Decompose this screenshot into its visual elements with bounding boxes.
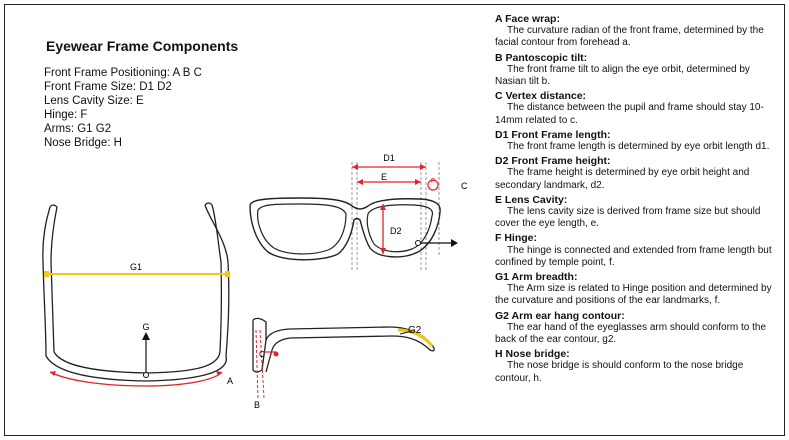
top-view-glasses [42,202,230,382]
definition-heading: A Face wrap: [495,13,560,25]
top-right-arm [204,204,230,357]
g-arrow-head [142,332,150,340]
definition-text: The nose bridge is should conform to the… [495,360,744,384]
definition-text: The distance between the pupil and frame… [495,102,764,126]
a-face-wrap-curve [49,371,223,387]
side-c-dot [273,351,279,357]
label-g: G [142,322,149,332]
definition-heading: H Nose bridge: [495,348,570,361]
definition-text: The Arm size is related to Hinge positio… [495,283,772,307]
g2-leader-line [399,330,413,335]
side-view-glasses [252,317,435,373]
spec-nose-bridge: Nose Bridge: H [44,137,122,149]
definition-a: A Face wrap: The curvature radian of the… [495,13,775,50]
top-front-frame-inner [53,351,221,374]
top-left-arm [42,206,51,357]
definition-heading: B Pantoscopic tilt: [495,51,588,64]
spec-lens-cavity-size: Lens Cavity Size: E [44,95,144,107]
definition-text: The lens cavity size is derived from fra… [495,206,761,230]
front-frame-outline [249,197,441,261]
top-front-frame-outer [45,355,227,382]
definition-heading: E Lens Cavity: [495,193,568,206]
g2-ear-hang-contour [397,328,434,347]
definition-text: The front frame length is determined by … [507,141,770,153]
component-spec-list: Front Frame Positioning: A B C Front Fra… [44,66,202,150]
definition-g2: G2 Arm ear hang contour: The ear hand of… [495,310,775,347]
definitions-panel: A Face wrap: The curvature radian of the… [495,12,775,387]
definition-b: B Pantoscopic tilt: The front frame tilt… [495,52,775,89]
a-arrow-left [50,371,56,376]
definition-heading: D2 Front Frame height: [495,155,611,168]
label-a: A [227,376,233,386]
label-f: F [431,178,435,185]
definition-c: C Vertex distance: The distance between … [495,90,775,127]
side-front-piece [252,317,267,340]
definition-g1: G1 Arm breadth: The Arm size is related … [495,271,775,308]
top-left-arm-inner [50,206,58,353]
c-vertex-arrow-head [451,239,458,247]
definition-heading: G1 Arm breadth: [495,271,578,284]
front-right-lens [366,204,434,253]
front-dashed-guides [351,162,440,272]
label-c: C [461,181,468,191]
label-d1: D1 [383,153,395,163]
c-origin-dot [415,240,421,246]
definition-text: The ear hand of the eyeglasses arm shoul… [495,321,767,346]
definition-text: The front frame tilt to align the eye or… [495,63,750,88]
spec-front-frame-positioning: Front Frame Positioning: A B C [44,67,202,79]
spec-front-frame-size: Front Frame Size: D1 D2 [44,81,172,93]
definition-heading: F Hinge: [495,232,537,245]
spec-arms: Arms: G1 G2 [44,123,112,135]
top-right-arm-inner [211,204,223,353]
side-arm-outline [252,320,435,373]
f-hinge-marker [427,179,439,191]
definition-d1: D1 Front Frame length: The front frame l… [495,129,775,153]
b-tilt-line-2 [259,329,265,399]
definition-e: E Lens Cavity: The lens cavity size is d… [495,194,775,231]
g-origin-dot [143,372,149,378]
spec-hinge: Hinge: F [44,109,88,121]
definition-h: H Nose bridge: The nose bridge is should… [495,348,775,385]
label-e: E [381,172,387,182]
a-arrow-right [216,371,222,376]
g1-end-left [44,271,49,277]
front-view-glasses [249,162,441,272]
label-c-small: C [259,350,265,359]
diagram-title: Eyewear Frame Components [46,38,239,54]
front-left-lens [257,203,347,255]
label-d2: D2 [390,226,402,236]
label-g2: G2 [408,325,422,336]
definition-text: The curvature radian of the front frame,… [495,25,764,49]
diagram-border [4,4,785,436]
definition-heading: C Vertex distance: [495,90,587,103]
b-tilt-line-1 [255,329,259,401]
g1-end-right [225,271,230,277]
definition-text: The frame height is determined by eye or… [495,167,750,191]
label-b: B [254,400,260,410]
definition-f: F Hinge: The hinge is connected and exte… [495,232,775,269]
definition-heading: G2 Arm ear hang contour: [495,309,625,322]
definition-heading: D1 Front Frame length: [495,128,611,141]
definition-d2: D2 Front Frame height: The frame height … [495,155,775,192]
definition-text: The hinge is connected and extended from… [495,244,772,268]
label-g1: G1 [130,262,142,272]
